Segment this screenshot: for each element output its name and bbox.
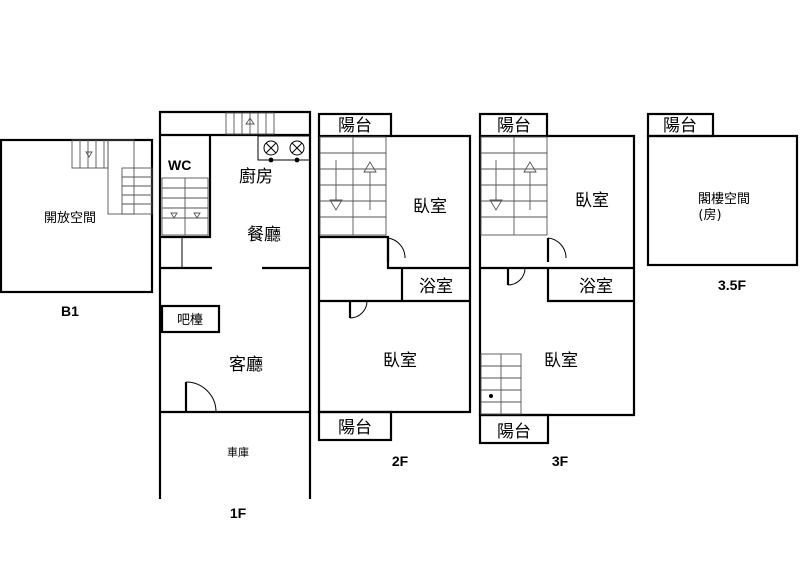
2f-label-bathroom: 浴室 [419, 277, 453, 297]
1f-wc-staircase [161, 177, 209, 236]
3-5f-label-attic-room: (房) [698, 207, 721, 223]
floor-3f: 陽台 臥室 浴室 臥室 陽台 3F [478, 112, 636, 469]
floor-label-b1: B1 [61, 303, 79, 319]
1f-top-staircase [225, 112, 275, 135]
floor-label-1f: 1F [230, 505, 247, 521]
2f-balcony-top-box [317, 112, 393, 138]
b1-staircase [71, 139, 153, 215]
3f-balcony-bottom-box [478, 413, 550, 445]
3f-label-bedroom-a: 臥室 [575, 191, 609, 211]
2f-balcony-bottom-box [317, 410, 393, 442]
floor-label-3-5f: 3.5F [718, 277, 746, 293]
3-5f-outline [646, 134, 799, 267]
3f-upper-staircase [480, 136, 548, 236]
2f-label-bedroom-b: 臥室 [383, 351, 417, 371]
3f-balcony-top-box [478, 112, 549, 138]
3f-label-balcony-top: 陽台 [497, 116, 531, 136]
floor-b1: 開放空間 B1 [0, 138, 154, 319]
room-label-dining: 餐廳 [247, 225, 281, 245]
floor-1f: WC 廚房 餐廳 吧檯 客廳 車庫 1F [158, 110, 312, 521]
room-label-open-space: 開放空間 [44, 211, 96, 226]
room-label-living: 客廳 [229, 355, 263, 375]
3f-lower-staircase [480, 353, 522, 415]
room-label-bar: 吧檯 [177, 313, 203, 328]
1f-outline [158, 110, 312, 499]
2f-label-bedroom-a: 臥室 [413, 197, 447, 217]
3f-label-bathroom: 浴室 [579, 277, 613, 297]
floor-2f: 陽台 臥室 浴室 臥室 陽台 2F [317, 112, 472, 469]
3-5f-label-attic: 閣樓空間 [698, 192, 750, 207]
room-label-wc: WC [168, 157, 191, 173]
floor-label-2f: 2F [392, 453, 409, 469]
3f-label-balcony-bottom: 陽台 [497, 422, 531, 442]
2f-bedroom-a-door [386, 237, 406, 262]
3-5f-label-balcony: 陽台 [663, 116, 697, 136]
stove-icon [257, 135, 311, 163]
2f-bedroom-b-door [348, 300, 368, 319]
2f-label-balcony-bottom: 陽台 [338, 418, 372, 438]
bar-counter [160, 304, 221, 334]
room-label-kitchen: 廚房 [239, 166, 273, 187]
room-label-garage: 車庫 [227, 445, 249, 459]
3f-label-bedroom-b: 臥室 [544, 351, 578, 371]
floor-3-5f: 陽台 閣樓空間 (房) 3.5F [646, 112, 799, 293]
3f-hall-door [506, 267, 526, 286]
living-room-door [184, 381, 217, 413]
3f-bedroom-a-door [546, 237, 567, 262]
floor-label-3f: 3F [552, 453, 569, 469]
2f-label-balcony-top: 陽台 [338, 116, 372, 136]
2f-staircase [319, 136, 387, 236]
